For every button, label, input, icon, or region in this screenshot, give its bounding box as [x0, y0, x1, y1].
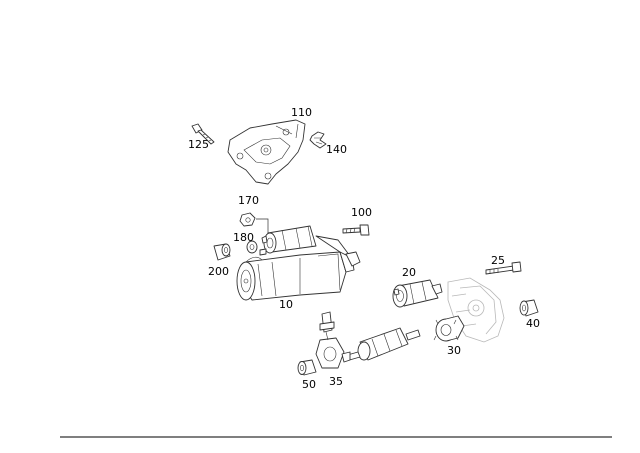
part-110-bracket[interactable]	[227, 119, 306, 185]
part-25-bolt[interactable]	[485, 261, 522, 275]
part-35-brush-holder[interactable]	[315, 311, 351, 369]
label-110: 110	[291, 106, 312, 119]
part-10-starter-motor[interactable]	[236, 225, 361, 301]
part-30-pinion[interactable]	[433, 315, 465, 342]
label-40: 40	[526, 317, 540, 330]
part-200-sleeve[interactable]	[213, 243, 231, 261]
part-40-bushing[interactable]	[519, 299, 539, 317]
part-170-nut[interactable]	[239, 212, 256, 227]
part-180-washer[interactable]	[246, 240, 258, 254]
armature[interactable]	[343, 327, 421, 362]
label-35: 35	[329, 375, 343, 388]
label-25: 25	[491, 254, 505, 267]
part-20-solenoid[interactable]	[392, 279, 443, 308]
label-180: 180	[233, 231, 254, 244]
part-125-bolt[interactable]	[191, 123, 215, 145]
label-100: 100	[351, 206, 372, 219]
label-140: 140	[326, 143, 347, 156]
label-30: 30	[447, 344, 461, 357]
label-50: 50	[302, 378, 316, 391]
label-20: 20	[402, 266, 416, 279]
drive-housing-outline	[447, 277, 505, 343]
part-50-sleeve[interactable]	[297, 359, 317, 376]
label-125: 125	[188, 138, 209, 151]
label-10: 10	[279, 298, 293, 311]
label-170: 170	[238, 194, 259, 207]
part-100-bolt[interactable]	[342, 224, 370, 236]
part-140-clip[interactable]	[309, 131, 327, 149]
label-200: 200	[208, 265, 229, 278]
leader-170	[256, 218, 269, 236]
